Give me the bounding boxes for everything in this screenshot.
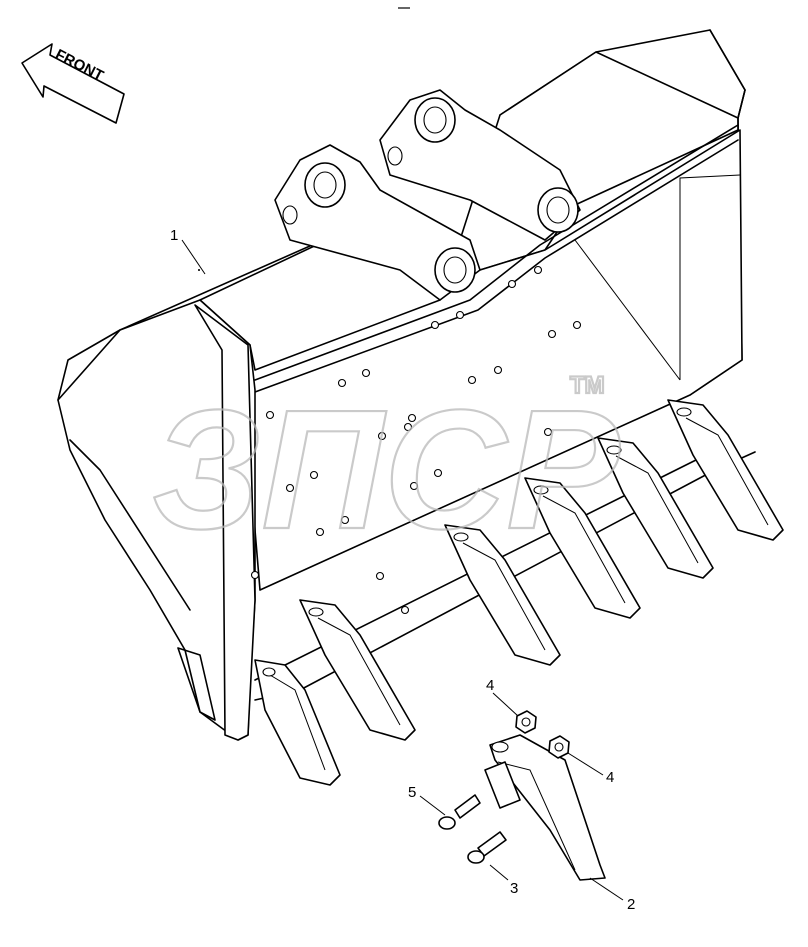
- callout-2: 2: [627, 896, 635, 913]
- callout-3: 3: [510, 880, 518, 897]
- callout-4: 4: [486, 677, 494, 694]
- bucket-teeth: [254, 399, 784, 786]
- callout-5: 5: [408, 784, 416, 801]
- callout-1: 1: [170, 227, 178, 244]
- nut: [515, 710, 537, 734]
- watermark-logo: ЗПСР TM: [151, 371, 621, 566]
- bolt: [438, 794, 481, 830]
- watermark-tm: TM: [570, 372, 605, 399]
- watermark-text: ЗПСР: [152, 375, 620, 565]
- nut: [548, 735, 570, 759]
- front-arrow: FRONT: [21, 43, 125, 124]
- bolt-holes: [250, 265, 582, 615]
- callout-4-right: 4: [606, 769, 614, 786]
- exploded-tooth: [484, 734, 606, 881]
- bucket-body: [57, 29, 756, 741]
- bolt: [467, 831, 507, 864]
